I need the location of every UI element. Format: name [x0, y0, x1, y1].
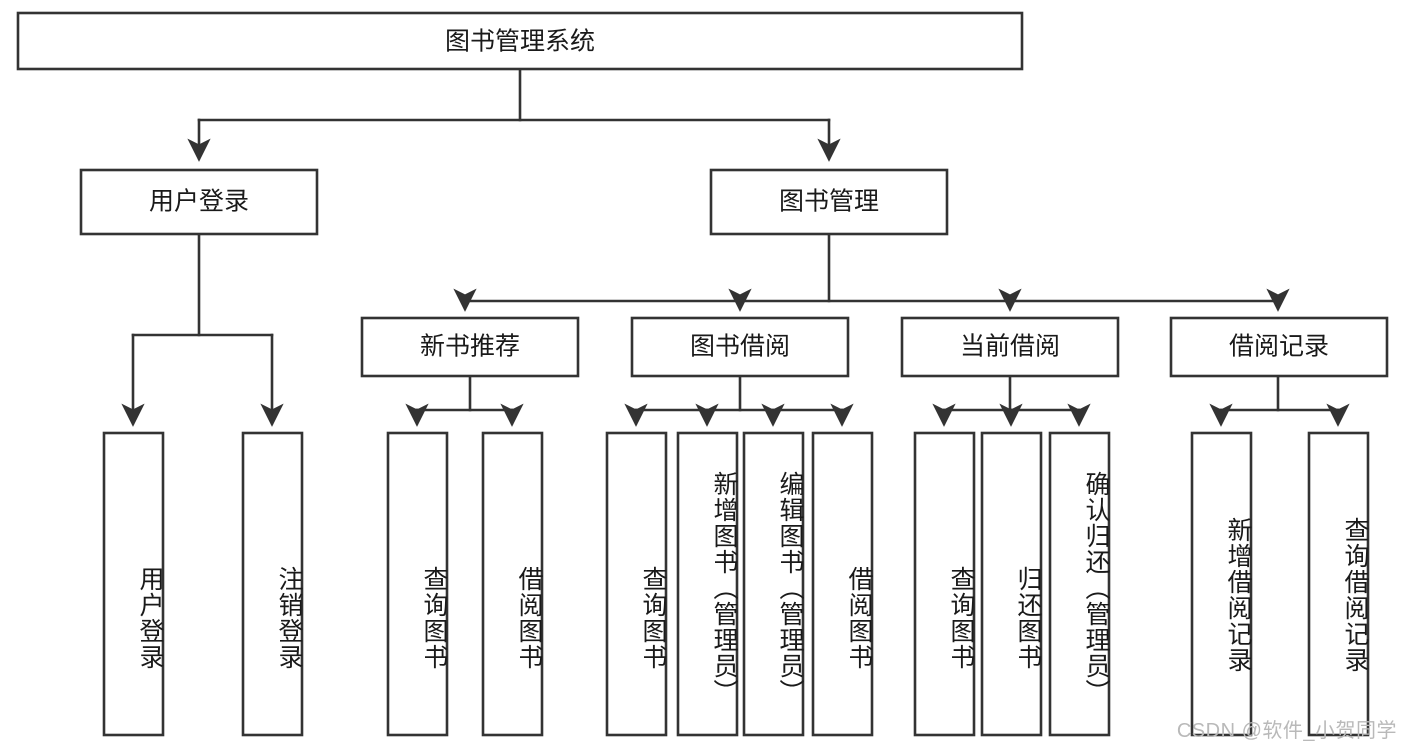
- leaf-box-logout-login[interactable]: [241, 431, 304, 737]
- node-current-borrow-label: 当前借阅: [960, 333, 1060, 361]
- leaf-box-query-book-1[interactable]: [386, 431, 449, 737]
- leaf-box-query-record[interactable]: [1307, 431, 1370, 737]
- node-borrow-record[interactable]: 借阅记录: [1169, 316, 1389, 378]
- node-root-label: 图书管理系统: [445, 28, 595, 56]
- node-book-borrow-label: 图书借阅: [690, 333, 790, 361]
- node-book-manage-label: 图书管理: [779, 188, 879, 216]
- leaf-box-borrow-book-1[interactable]: [481, 431, 544, 737]
- node-borrow-record-label: 借阅记录: [1229, 333, 1329, 361]
- node-new-book-recommend[interactable]: 新书推荐: [360, 316, 580, 378]
- node-book-borrow[interactable]: 图书借阅: [630, 316, 850, 378]
- connector-userlogin-to-leaves: [121, 232, 284, 427]
- leaf-box-add-book[interactable]: [676, 431, 739, 737]
- leaf-box-borrow-book-2[interactable]: [811, 431, 874, 737]
- node-user-login-label: 用户登录: [149, 188, 249, 216]
- node-user-login[interactable]: 用户登录: [79, 168, 319, 236]
- node-root[interactable]: 图书管理系统: [16, 11, 1024, 71]
- watermark-text: CSDN @软件_小贺同学: [1176, 720, 1397, 742]
- leaf-box-confirm-return[interactable]: [1048, 431, 1111, 737]
- leaf-boxes: [102, 431, 1370, 737]
- leaf-box-user-login[interactable]: [102, 431, 165, 737]
- connector-bookmanage-to-level3: [453, 232, 1290, 312]
- connector-newbook-to-leaves: [405, 374, 524, 427]
- connector-root-to-level2: [187, 67, 841, 162]
- node-book-manage[interactable]: 图书管理: [709, 168, 949, 236]
- connector-borrowrecord-to-leaves: [1209, 374, 1350, 427]
- leaf-box-query-book-3[interactable]: [913, 431, 976, 737]
- leaf-box-return-book[interactable]: [980, 431, 1043, 737]
- node-current-borrow[interactable]: 当前借阅: [900, 316, 1120, 378]
- connector-currentborrow-to-leaves: [932, 374, 1091, 427]
- connector-bookborrow-to-leaves: [624, 374, 854, 427]
- leaf-box-add-record[interactable]: [1190, 431, 1253, 737]
- node-new-book-recommend-label: 新书推荐: [420, 333, 520, 361]
- leaf-box-query-book-2[interactable]: [605, 431, 668, 737]
- leaf-box-edit-book[interactable]: [742, 431, 805, 737]
